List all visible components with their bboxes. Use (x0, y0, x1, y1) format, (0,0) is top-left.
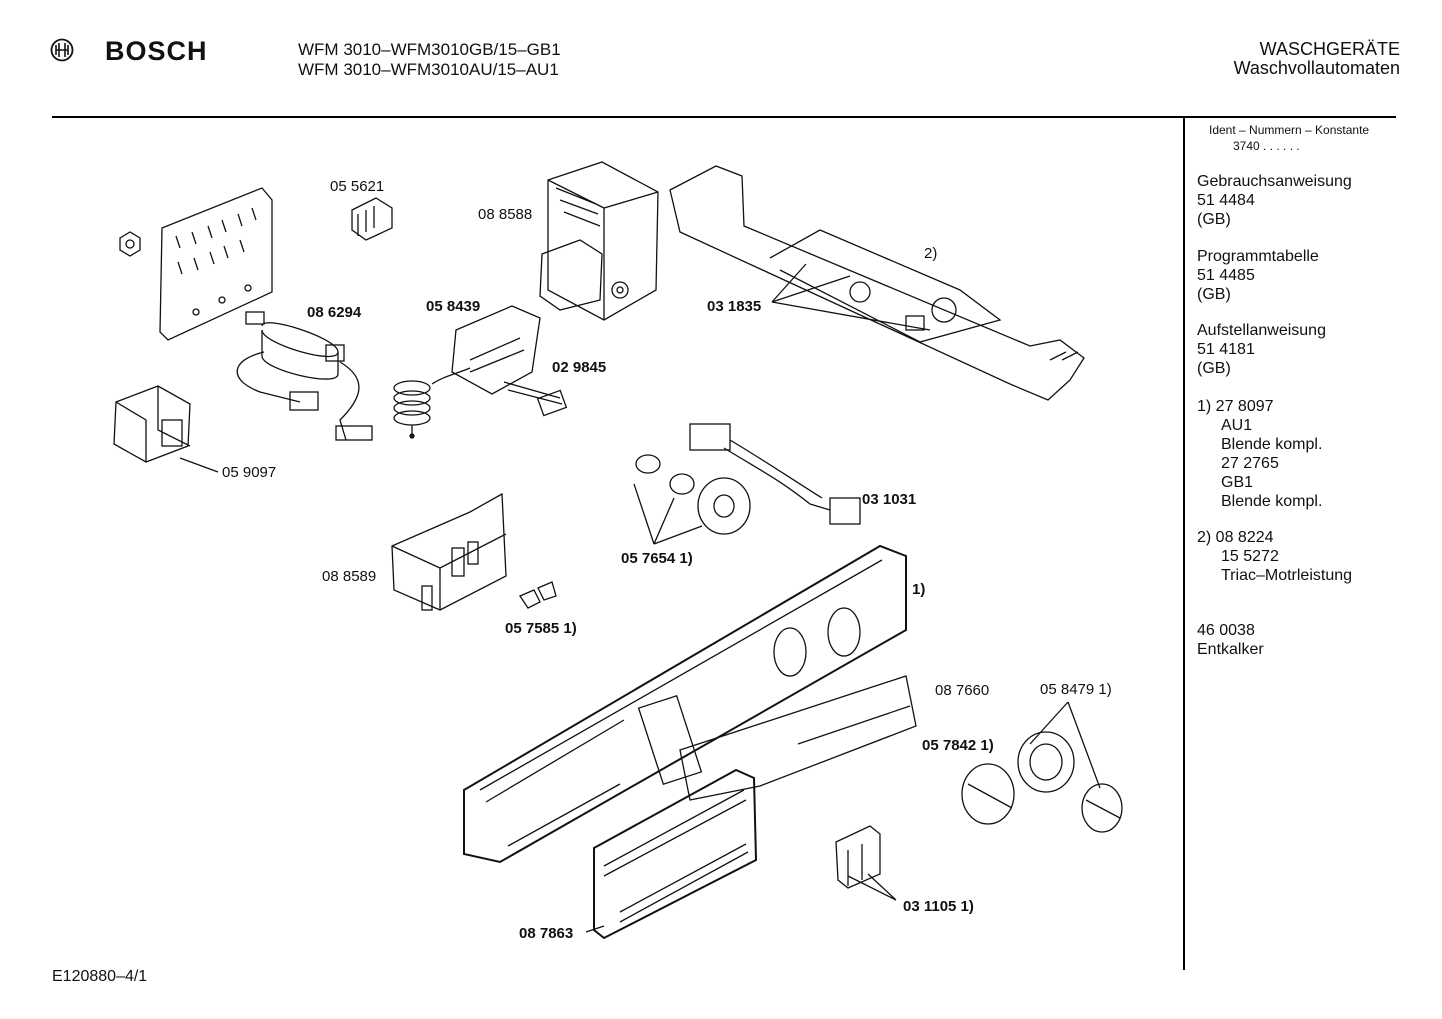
sidebar-line: Blende kompl. (1221, 493, 1323, 510)
part-label: 05 7654 1) (621, 550, 693, 567)
part-label: 03 1105 1) (903, 898, 974, 915)
ident-value: 3740 . . . . . . (1233, 139, 1300, 153)
part-label: 03 1835 (707, 298, 762, 315)
drawing-id: E120880–4/1 (52, 968, 148, 985)
part-label: 08 8588 (478, 206, 533, 223)
leader-line (847, 873, 897, 901)
sidebar-line: Triac–Motrleistung (1221, 567, 1353, 584)
sidebar-line: Aufstellanweisung (1197, 322, 1326, 339)
exploded-parts-drawing (113, 161, 1123, 940)
sidebar-line: 2) 08 8224 (1197, 529, 1274, 546)
sidebar-item-program-table: Programmtabelle 51 4485 (GB) (1197, 247, 1319, 304)
part-label: 05 8439 (426, 298, 481, 315)
part-label: 08 8589 (322, 568, 377, 585)
model-line-2: WFM 3010–WFM3010AU/15–AU1 (298, 60, 559, 79)
leader-line (633, 483, 703, 545)
leader-line (771, 263, 931, 331)
sidebar-divider (1183, 118, 1185, 970)
part-note-label: 1) (912, 581, 926, 598)
ident-label: Ident – Nummern – Konstante (1209, 123, 1370, 137)
part-label: 05 8479 1) (1040, 681, 1112, 698)
sidebar-line: (GB) (1197, 211, 1231, 228)
sidebar-item-descaler: 46 0038 Entkalker (1197, 621, 1264, 659)
part-label: 05 5621 (330, 178, 385, 195)
sidebar-item-manual: Gebrauchsanweisung 51 4484 (GB) (1197, 172, 1352, 229)
leader-line (1029, 701, 1101, 789)
sidebar-item-installation: Aufstellanweisung 51 4181 (GB) (1197, 321, 1326, 378)
sidebar-line: 51 4484 (1197, 192, 1255, 209)
clip-part (519, 581, 557, 609)
part-label: 05 7842 1) (922, 737, 994, 754)
sidebar-line: Entkalker (1197, 641, 1264, 658)
sidebar-line: 51 4181 (1197, 341, 1255, 358)
terminal-block-part (351, 197, 393, 241)
sidebar-line: Blende kompl. (1221, 436, 1323, 453)
coil-part (393, 380, 431, 439)
model-line-1: WFM 3010–WFM3010GB/15–GB1 (298, 40, 561, 59)
switch-part (835, 825, 881, 889)
sidebar-line: 46 0038 (1197, 622, 1255, 639)
category-subtitle: Waschvollautomaten (1233, 58, 1400, 78)
fascia-panel-part (463, 544, 907, 864)
part-label: 05 7585 1) (505, 620, 577, 637)
panel-insert-part (679, 675, 917, 801)
part-label: 08 7863 (519, 925, 574, 942)
connector-part (536, 389, 568, 417)
sidebar-item-note-2: 2) 08 8224 15 5272 Triac–Motrleistung (1197, 528, 1352, 585)
bosch-logo-icon (50, 38, 74, 62)
sidebar-line: 15 5272 (1221, 548, 1279, 565)
knob-part (961, 731, 1123, 833)
sidebar-item-note-1: 1) 27 8097 AU1 Blende kompl. 27 2765 GB1… (1197, 397, 1322, 511)
door-lock-part (431, 305, 563, 405)
capacitor-part (236, 311, 373, 441)
sidebar-line: Programmtabelle (1197, 248, 1319, 265)
control-module-part (391, 492, 507, 611)
brand-name: BOSCH (105, 36, 208, 66)
sidebar-line: AU1 (1221, 417, 1253, 434)
part-label: 02 9845 (552, 359, 607, 376)
nut-part (119, 231, 141, 257)
mounting-plate-part (159, 187, 273, 341)
leader-line (179, 457, 219, 473)
header-divider (52, 116, 1396, 118)
wiring-harness-part (689, 423, 861, 525)
electronic-module-bracket-part (669, 165, 1085, 401)
sidebar-line: (GB) (1197, 360, 1231, 377)
sidebar-line: (GB) (1197, 286, 1231, 303)
part-label: 05 9097 (222, 464, 277, 481)
sidebar-line: 27 2765 (1221, 455, 1279, 472)
sidebar-line: Gebrauchsanweisung (1197, 173, 1352, 190)
leader-line (585, 925, 605, 933)
part-note-label: 2) (924, 245, 938, 262)
programmer-part (539, 161, 659, 321)
sidebar-line: 51 4485 (1197, 267, 1255, 284)
transformer-part (113, 385, 191, 463)
sidebar-line: 1) 27 8097 (1197, 398, 1274, 415)
part-label: 03 1031 (862, 491, 917, 508)
sidebar-line: GB1 (1221, 474, 1254, 491)
knob-bearing-part (635, 454, 751, 535)
part-label: 08 6294 (307, 304, 362, 321)
category-title: WASCHGERÄTE (1259, 39, 1400, 59)
part-label: 08 7660 (935, 682, 990, 699)
